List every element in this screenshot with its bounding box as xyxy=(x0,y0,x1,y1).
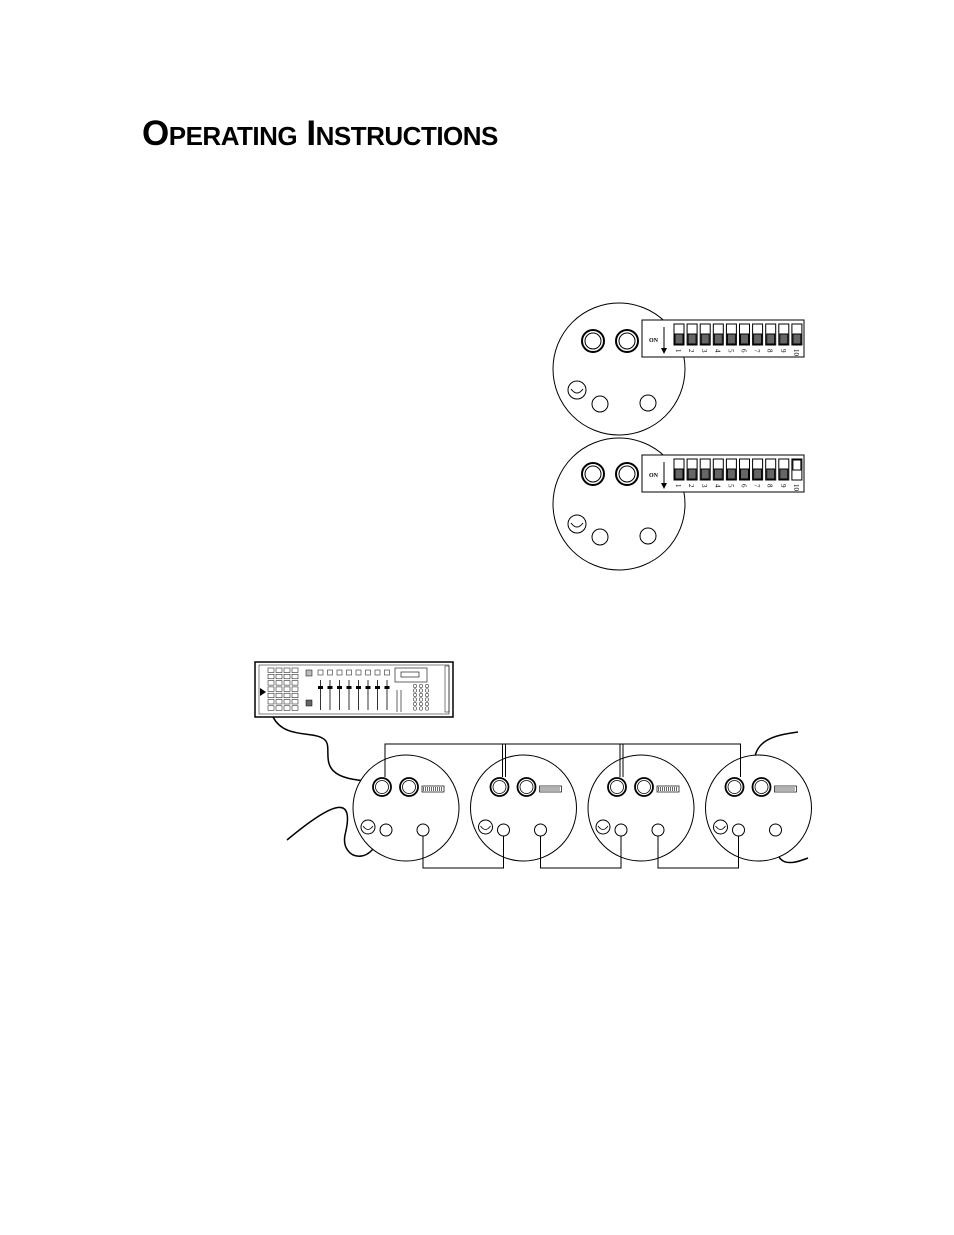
fixture-4 xyxy=(705,754,812,862)
switch-number-bottom-1: 1 xyxy=(674,484,682,488)
dip-switch-top-2: 2 xyxy=(686,323,698,353)
dip-switch-bank-top: 1 2 3 4 5 6 7 8 9 10 xyxy=(673,323,803,357)
dip-switch-bottom-8: 8 xyxy=(765,458,777,488)
title-initial-1: O xyxy=(142,114,169,153)
fixture-2 xyxy=(470,754,577,862)
dip-switch-top-5: 5 xyxy=(725,323,737,353)
dip-switch-top-8: 8 xyxy=(765,323,777,353)
switch-number-bottom-7: 7 xyxy=(753,484,761,488)
dip-switch-bottom-2: 2 xyxy=(686,458,698,488)
dmx-controller xyxy=(254,661,454,718)
switch-number-top-9: 9 xyxy=(779,349,787,353)
switch-number-bottom-4: 4 xyxy=(713,484,721,488)
dip-switch-top-7: 7 xyxy=(752,323,764,353)
dip-switch-top-10: 10 xyxy=(791,323,803,357)
switch-number-bottom-10: 10 xyxy=(792,484,800,492)
switch-number-top-5: 5 xyxy=(726,349,734,353)
dip-switch-bottom-3: 3 xyxy=(699,458,711,488)
fixture-panel-bottom: ON 1 2 3 4 5 6 7 8 9 10 xyxy=(552,437,805,571)
dip-switch-bank-bottom: 1 2 3 4 5 6 7 8 9 10 xyxy=(673,458,803,492)
dip-switch-top-1: 1 xyxy=(673,323,685,353)
link-cable-top-3 xyxy=(619,743,741,777)
dip-switch-bottom-7: 7 xyxy=(752,458,764,488)
dip-switch-top-6: 6 xyxy=(739,323,750,353)
dip-switch-top-9: 9 xyxy=(778,323,790,353)
dip-switch-top-4: 4 xyxy=(712,323,724,353)
dip-switch-bottom-6: 6 xyxy=(739,458,750,488)
dip-switch-bottom-5: 5 xyxy=(725,458,737,488)
on-label-bottom: ON xyxy=(649,473,659,479)
dip-switch-bottom-1: 1 xyxy=(673,458,685,488)
dip-switch-bottom-10: 10 xyxy=(791,458,803,492)
switch-number-bottom-3: 3 xyxy=(700,484,708,488)
title-rest-1: PERATING xyxy=(168,121,298,151)
switch-number-bottom-2: 2 xyxy=(687,484,695,488)
switch-number-top-2: 2 xyxy=(687,349,695,353)
link-cable-top-1 xyxy=(384,743,506,777)
dip-switch-bottom-4: 4 xyxy=(712,458,724,488)
link-cable-bottom-1 xyxy=(422,836,504,869)
switch-number-top-10: 10 xyxy=(792,349,800,357)
switch-number-bottom-6: 6 xyxy=(740,484,748,488)
switch-number-top-4: 4 xyxy=(713,349,721,353)
switch-number-top-8: 8 xyxy=(766,349,774,353)
dip-switch-bottom-9: 9 xyxy=(778,458,790,488)
switch-number-bottom-8: 8 xyxy=(766,484,774,488)
on-label-top: ON xyxy=(649,338,659,344)
fixture-1 xyxy=(352,754,460,862)
switch-number-top-3: 3 xyxy=(700,349,708,353)
dip-switch-top-3: 3 xyxy=(699,323,711,353)
switch-number-top-6: 6 xyxy=(740,349,748,353)
switch-number-top-1: 1 xyxy=(674,349,682,353)
page-title: OPERATING INSTRUCTIONS xyxy=(142,116,498,151)
title-rest-2: NSTRUCTIONS xyxy=(315,121,499,151)
switch-number-bottom-9: 9 xyxy=(779,484,787,488)
dip-switch-figure: ON 1 2 3 4 5 6 7 8 9 10 ON 1 2 3 4 5 6 7 8 9 10 xyxy=(552,302,805,571)
daisy-chain-figure xyxy=(254,661,812,869)
fixture-panel-top: ON 1 2 3 4 5 6 7 8 9 10 xyxy=(552,302,805,436)
switch-number-top-7: 7 xyxy=(753,349,761,353)
link-cable-bottom-3 xyxy=(657,836,739,869)
title-initial-2: I xyxy=(306,114,316,153)
switch-number-bottom-5: 5 xyxy=(726,484,734,488)
link-cable-top-2 xyxy=(502,743,624,777)
fixture-3 xyxy=(587,754,695,862)
link-cable-bottom-2 xyxy=(540,836,622,869)
